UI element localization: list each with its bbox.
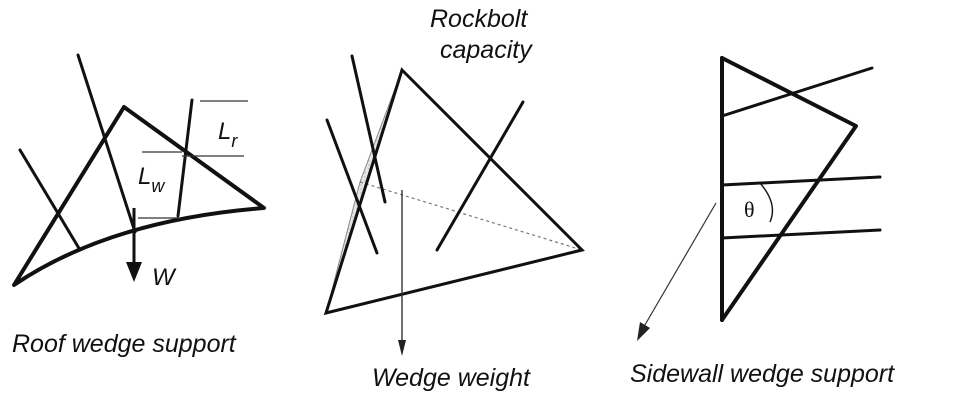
sidewall-rockbolt-top	[720, 66, 874, 118]
center-wedge-panel: Rockbolt capacity Wedge weight	[323, 5, 585, 392]
wedge-weight-arrow-head	[398, 340, 406, 356]
lw-label-subscript: w	[151, 176, 165, 196]
sliding-direction-arrow-head	[637, 322, 650, 341]
weight-arrow-head	[126, 262, 142, 282]
roof-wedge-panel: Lr Lw W Roof wedge support	[12, 53, 266, 358]
center-wedge-outline	[323, 67, 585, 316]
rockbolt-capacity-caption-line1: Rockbolt	[430, 5, 528, 33]
center-rockbolt-right	[435, 100, 525, 252]
hidden-wedge-edge	[359, 181, 583, 251]
sidewall-caption: Sidewall wedge support	[630, 360, 895, 388]
weight-label: W	[152, 264, 177, 291]
lr-label: Lr	[218, 118, 238, 151]
lw-label-main: L	[138, 163, 151, 190]
lw-label: Lw	[138, 163, 165, 196]
roof-rockbolt-right	[176, 98, 194, 218]
lr-label-subscript: r	[231, 131, 238, 151]
roof-rockbolt-center	[76, 53, 137, 234]
sidewall-rockbolt-bottom	[720, 228, 882, 240]
center-rockbolt-left-2	[325, 118, 379, 255]
roof-wedge-outline	[12, 105, 266, 287]
center-rockbolt-left-1	[350, 54, 387, 204]
theta-label: θ	[744, 197, 755, 222]
sidewall-wedge-outline	[720, 56, 858, 322]
theta-angle-arc	[759, 182, 774, 223]
rockbolt-capacity-caption-line2: capacity	[440, 36, 533, 64]
wedge-weight-caption: Wedge weight	[372, 364, 531, 392]
sidewall-rockbolt-middle	[720, 175, 882, 187]
roof-rockbolt-left	[18, 148, 82, 252]
lr-label-main: L	[218, 118, 231, 145]
roof-caption: Roof wedge support	[12, 330, 237, 358]
sliding-direction-arrow-shaft	[641, 202, 717, 331]
sidewall-wedge-panel: θ Sidewall wedge support	[630, 56, 895, 388]
